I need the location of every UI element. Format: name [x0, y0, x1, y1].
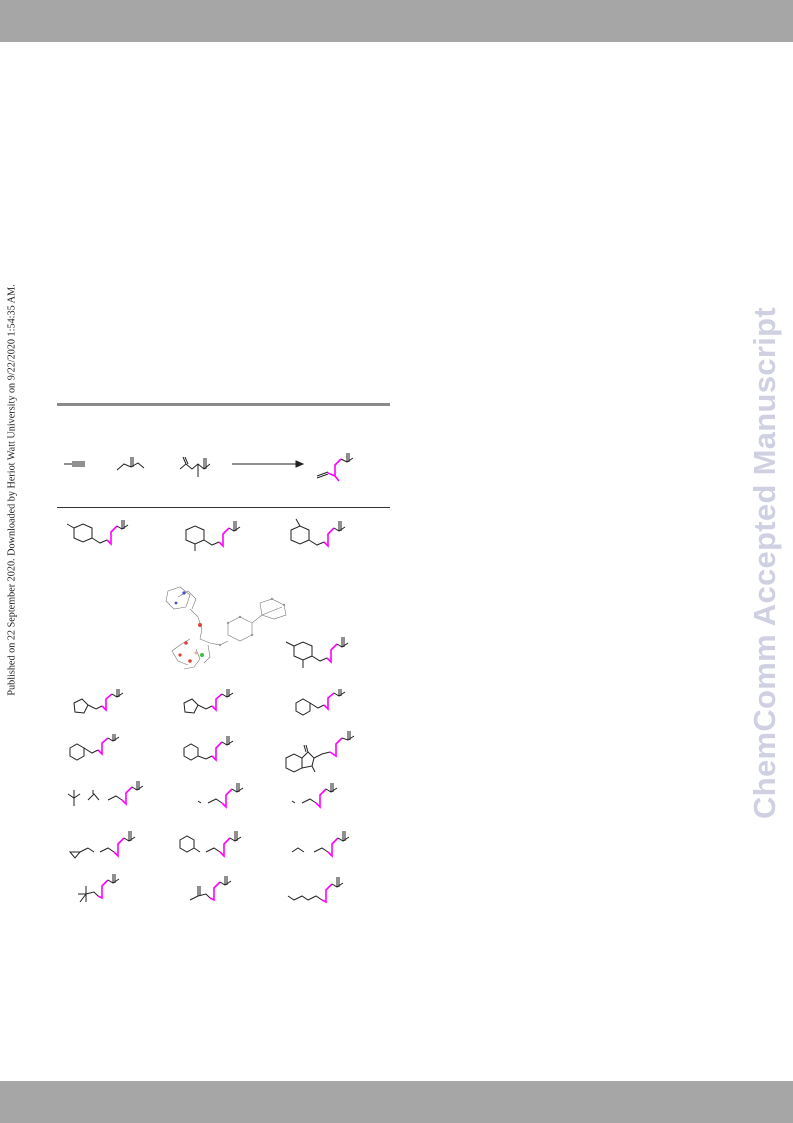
ketone-reagent-structure — [116, 457, 145, 471]
product-dimethylphenyl — [285, 637, 349, 668]
product-hexyl — [287, 877, 344, 904]
product-pyridyl-4 — [69, 734, 120, 761]
product-thienyl-2 — [183, 689, 234, 714]
product-m-tolyl — [290, 518, 346, 548]
product-p-tolyl — [66, 520, 129, 546]
product-phthalimide — [285, 731, 355, 773]
product-cyclopropyl — [68, 831, 136, 859]
product-alkyl-chain-a — [197, 783, 244, 809]
product-structure — [316, 453, 354, 482]
product-pyridyl-2 — [183, 736, 234, 762]
reaction-arrow — [232, 460, 305, 468]
product-butyl — [291, 831, 350, 858]
product-tbu-ester — [67, 781, 144, 806]
footer-bar — [0, 1081, 793, 1123]
product-isopropenyl — [189, 876, 232, 902]
product-cyclohexyl — [179, 831, 242, 858]
product-o-tolyl — [185, 521, 241, 551]
header-bar — [0, 0, 793, 42]
publication-note: Published on 22 September 2020. Download… — [6, 284, 18, 696]
accepted-manuscript-watermark: ChemComm Accepted Manuscript — [747, 307, 782, 819]
x-ray-crystal-structure — [165, 586, 287, 670]
product-pyridyl-3 — [295, 689, 346, 716]
scheme-divider-rule — [57, 507, 390, 508]
alkyne-structure — [64, 461, 85, 467]
product-tert-butyl — [78, 874, 120, 903]
diketone-reagent-structure — [179, 456, 211, 477]
product-alkyl-chain-b — [291, 783, 338, 809]
scheme-top-rule — [57, 403, 390, 406]
product-thienyl-3 — [73, 689, 124, 714]
